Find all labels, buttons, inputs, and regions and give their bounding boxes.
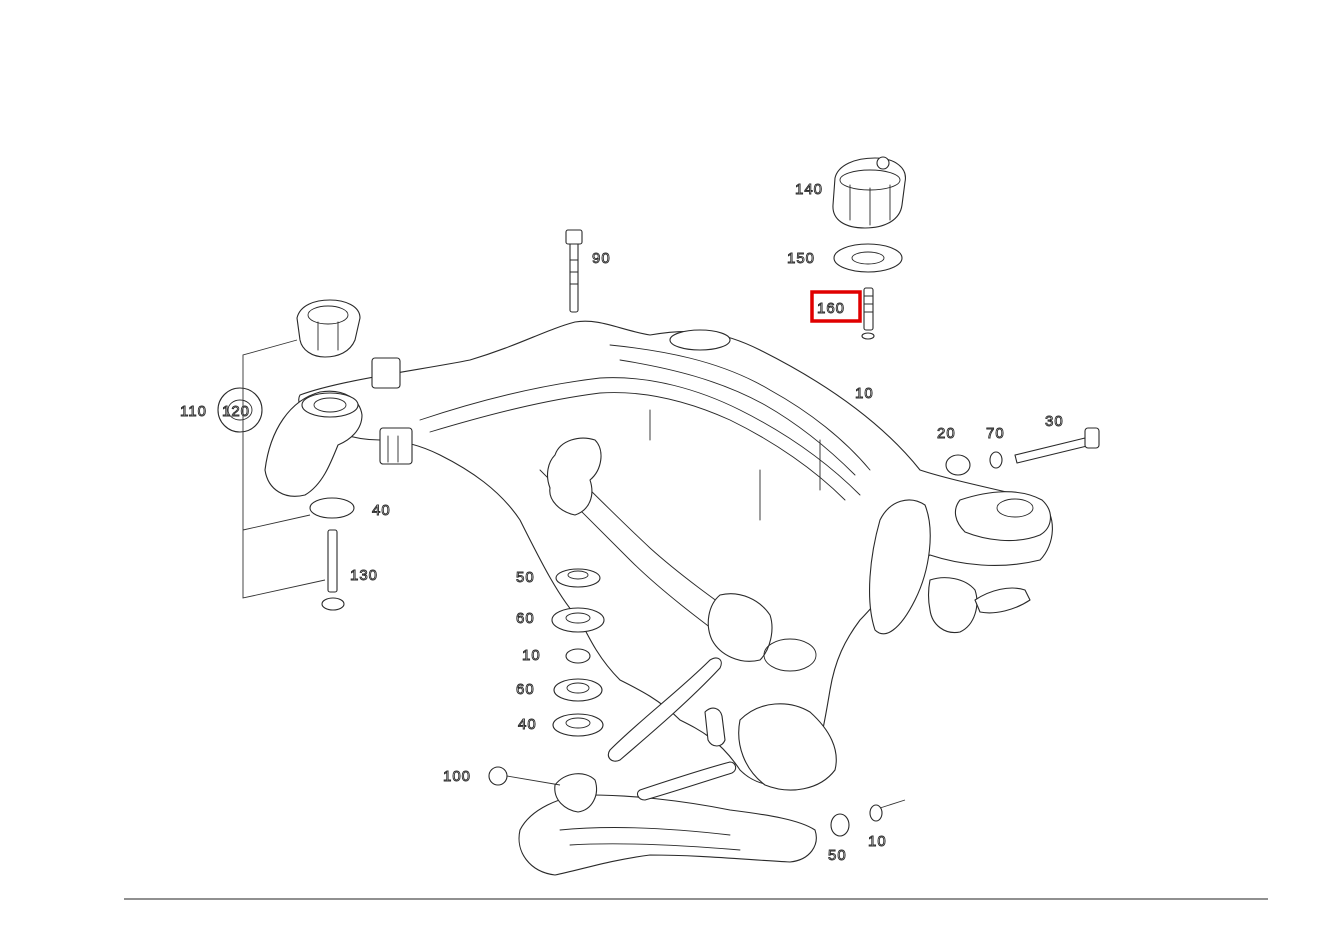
part-110-ring — [217, 387, 263, 433]
callout-140[interactable]: 140 — [795, 181, 823, 199]
subframe-crossmember — [264, 320, 1053, 876]
left-mount-bracket — [371, 357, 413, 465]
callout-10-stack[interactable]: 10 — [522, 647, 541, 665]
callout-50[interactable]: 50 — [516, 569, 535, 587]
callout-130[interactable]: 130 — [350, 567, 378, 585]
callout-10[interactable]: 10 — [855, 385, 874, 403]
callout-40-stack[interactable]: 40 — [518, 716, 537, 734]
callout-10-lower[interactable]: 10 — [868, 833, 887, 851]
part-120-bushing — [296, 299, 361, 358]
callout-150[interactable]: 150 — [787, 250, 815, 268]
callout-100[interactable]: 100 — [443, 768, 471, 786]
part-70-washer — [989, 451, 1003, 469]
part-160-bolt — [861, 287, 875, 340]
lower-right-small-parts — [830, 799, 906, 837]
callout-20[interactable]: 20 — [937, 425, 956, 443]
part-140-bushing — [832, 156, 906, 229]
callout-labels: 140 150 160 90 10 20 70 30 110 120 40 13… — [180, 181, 1064, 865]
callout-120[interactable]: 120 — [222, 403, 250, 421]
callout-110[interactable]: 110 — [180, 403, 207, 421]
callout-50-lower[interactable]: 50 — [828, 847, 847, 865]
part-30-bolt — [1014, 427, 1100, 464]
part-130-bolt — [321, 529, 345, 611]
part-100-nut — [488, 766, 561, 786]
part-150-washer — [833, 243, 903, 273]
part-20-nut — [945, 454, 971, 476]
part-40-washer — [309, 497, 355, 519]
callout-40[interactable]: 40 — [372, 502, 391, 520]
callout-30[interactable]: 30 — [1045, 413, 1064, 431]
callout-highlight-box — [810, 290, 862, 323]
callout-60-lower[interactable]: 60 — [516, 681, 535, 699]
part-90-bolt — [565, 229, 583, 313]
callout-160[interactable]: 160 — [817, 300, 845, 318]
callout-60[interactable]: 60 — [516, 610, 535, 628]
callout-70[interactable]: 70 — [986, 425, 1005, 443]
callout-90[interactable]: 90 — [592, 250, 611, 268]
center-washer-stack — [551, 568, 605, 737]
